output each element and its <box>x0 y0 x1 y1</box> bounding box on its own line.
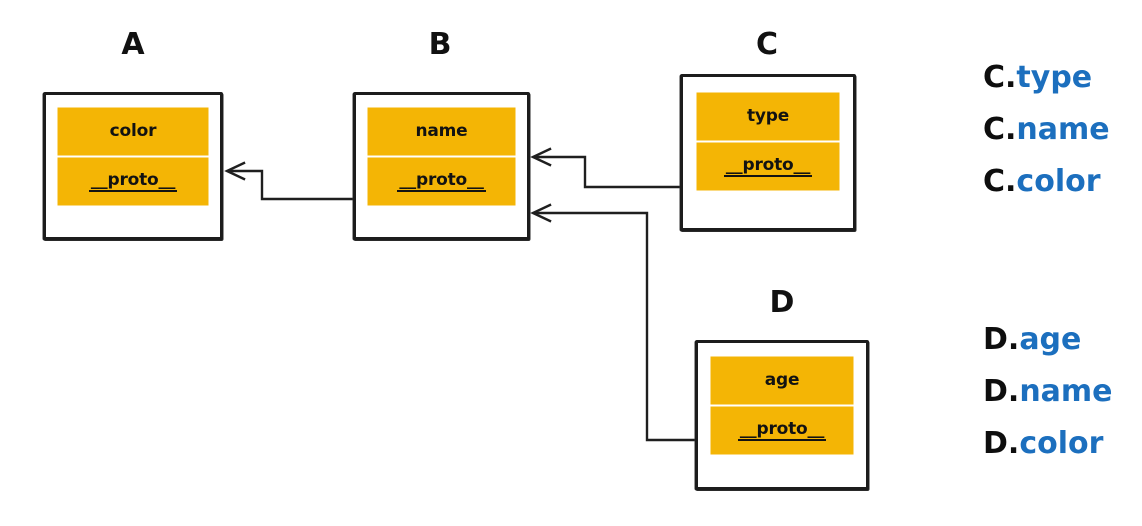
object-a-property-label: color <box>109 121 157 141</box>
expression-c-type: C.type <box>983 63 1110 93</box>
object-d-row-age[interactable]: age <box>712 358 852 403</box>
arrowhead-c-to-b <box>530 147 552 167</box>
object-d-property-label: age <box>764 370 800 390</box>
arrowhead-b-to-a <box>224 161 246 181</box>
object-box-d[interactable]: age __proto__ <box>695 340 869 490</box>
object-box-a[interactable]: color __proto__ <box>43 92 223 240</box>
expression-c-color-object: C. <box>983 164 1017 199</box>
object-c-row-proto[interactable]: __proto__ <box>698 144 838 189</box>
expression-d-color-property: color <box>1019 426 1104 461</box>
expression-d-age-object: D. <box>983 322 1020 357</box>
link-d-to-b <box>532 211 714 442</box>
expression-c-color-property: color <box>1016 164 1101 199</box>
expression-d-color-object: D. <box>983 426 1020 461</box>
object-a-row-proto[interactable]: __proto__ <box>59 159 207 204</box>
expression-c-type-property: type <box>1016 60 1093 95</box>
expression-d-name: D.name <box>983 377 1113 407</box>
expression-group-c: C.type C.name C.color <box>983 63 1110 197</box>
object-title-b: B <box>428 27 452 62</box>
object-title-a: A <box>121 27 145 62</box>
object-a-row-color[interactable]: color <box>59 109 207 154</box>
expression-group-d: D.age D.name D.color <box>983 325 1113 459</box>
expression-d-name-object: D. <box>983 374 1020 409</box>
expression-d-age-property: age <box>1019 322 1082 357</box>
object-c-property-label: type <box>746 106 790 126</box>
object-b-row-proto[interactable]: __proto__ <box>369 159 514 204</box>
object-d-proto-label: __proto__ <box>737 418 827 441</box>
object-title-d: D <box>769 285 795 320</box>
expression-c-name: C.name <box>983 115 1110 145</box>
object-b-row-name[interactable]: name <box>369 109 514 154</box>
expression-d-color: D.color <box>983 429 1113 459</box>
expression-c-color: C.color <box>983 167 1110 197</box>
expression-c-name-object: C. <box>983 112 1017 147</box>
object-b-proto-label: __proto__ <box>397 169 486 192</box>
expression-d-age: D.age <box>983 325 1113 355</box>
link-b-to-a <box>226 169 368 201</box>
object-a-proto-label: __proto__ <box>88 169 178 192</box>
expression-d-name-property: name <box>1019 374 1113 409</box>
object-c-proto-label: __proto__ <box>723 154 813 177</box>
object-box-b[interactable]: name __proto__ <box>353 92 530 240</box>
arrowhead-d-to-b <box>530 203 552 223</box>
expression-c-type-object: C. <box>983 60 1017 95</box>
object-c-row-type[interactable]: type <box>698 94 838 139</box>
link-c-to-b <box>532 155 698 189</box>
object-d-row-proto[interactable]: __proto__ <box>712 408 852 453</box>
object-box-c[interactable]: type __proto__ <box>680 74 856 231</box>
expression-c-name-property: name <box>1016 112 1110 147</box>
object-title-c: C <box>755 27 779 62</box>
object-b-property-label: name <box>415 121 468 141</box>
